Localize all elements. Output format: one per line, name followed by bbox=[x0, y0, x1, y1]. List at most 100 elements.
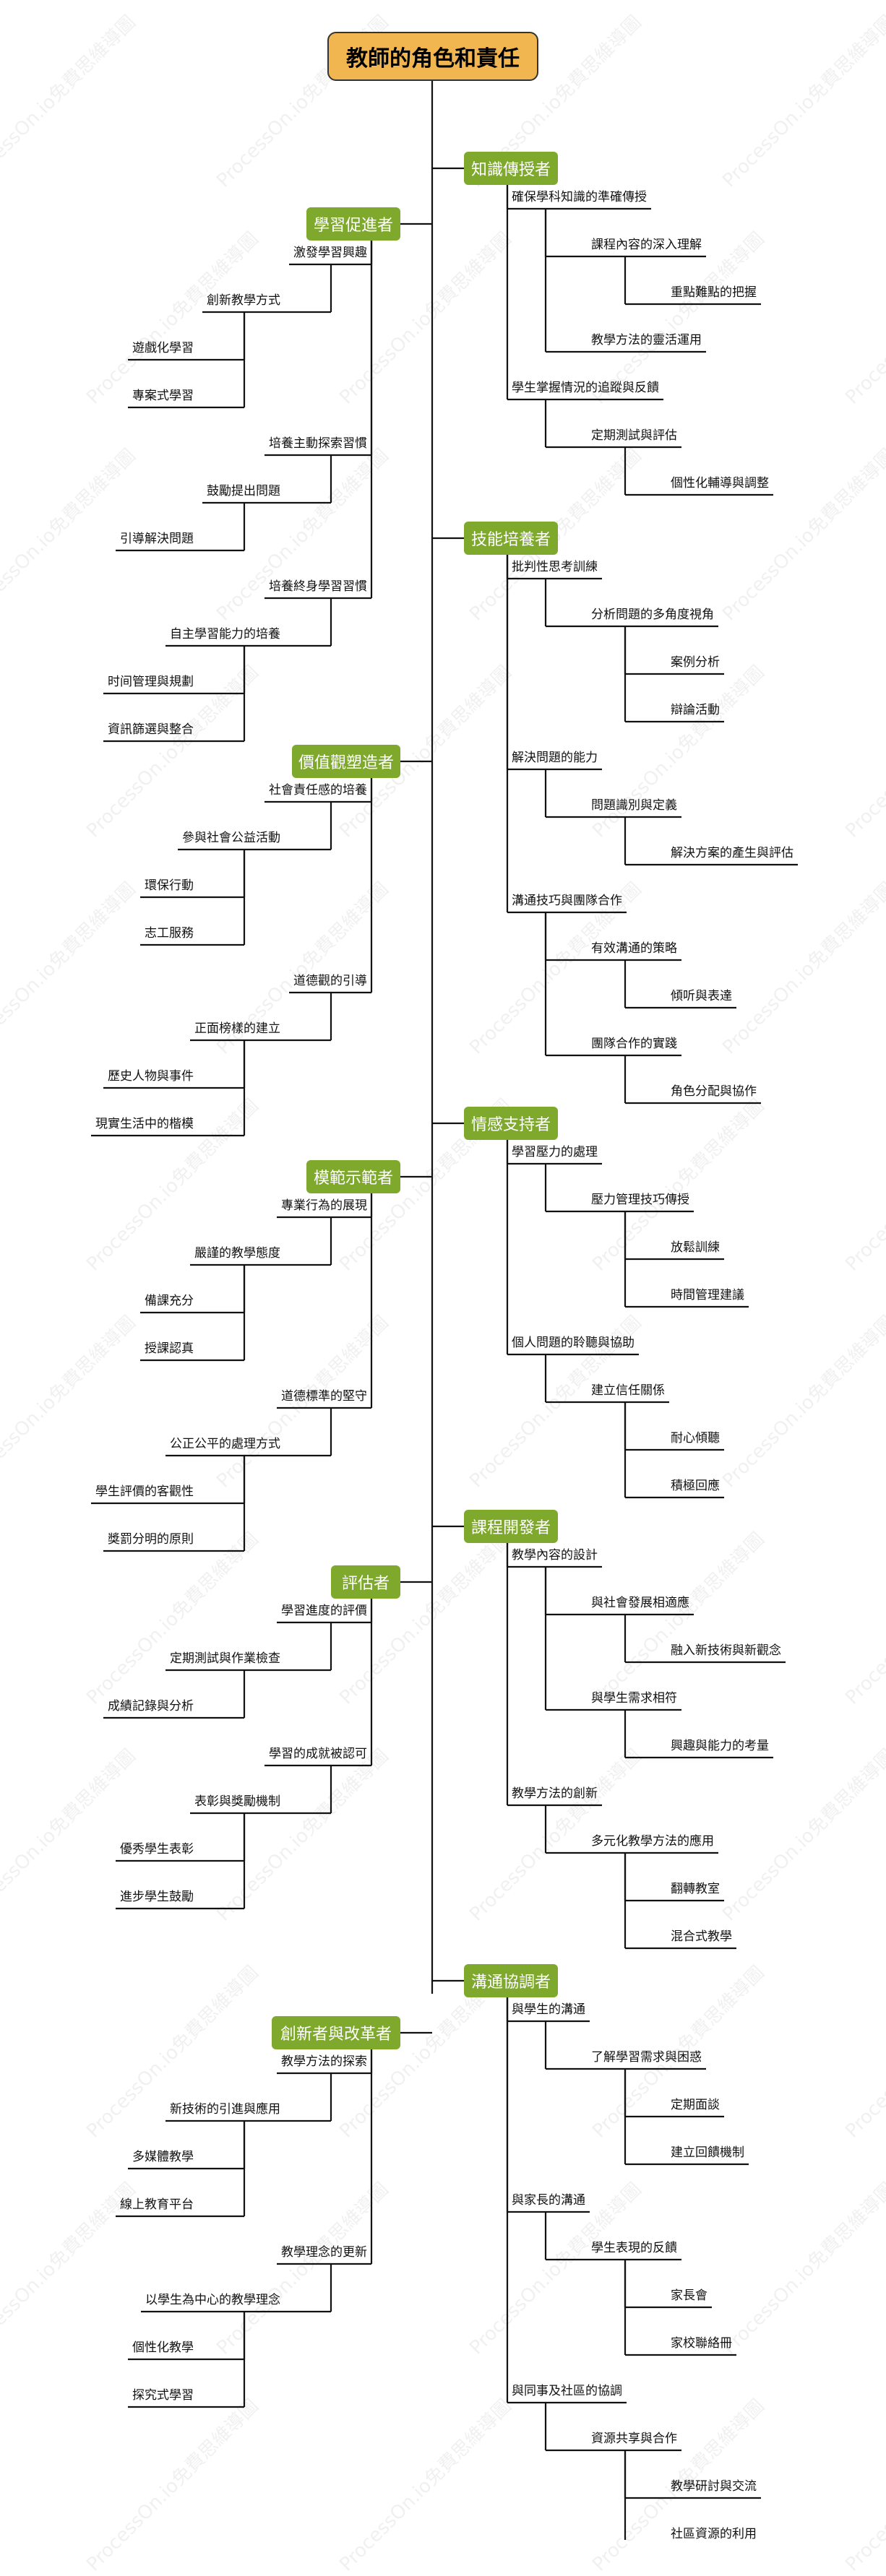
topic-node[interactable]: 角色分配與協作 bbox=[671, 1084, 757, 1099]
topic-node[interactable]: 環保行動 bbox=[145, 878, 194, 893]
topic-node[interactable]: 建立信任關係 bbox=[591, 1383, 665, 1398]
topic-node[interactable]: 與社會發展相適應 bbox=[591, 1596, 689, 1610]
topic-node[interactable]: 以學生為中心的教學理念 bbox=[145, 2293, 280, 2307]
topic-node[interactable]: 建立回饋機制 bbox=[671, 2145, 744, 2160]
branch-topic[interactable]: 情感支持者 bbox=[464, 1107, 558, 1140]
topic-node[interactable]: 正面榜樣的建立 bbox=[194, 1021, 280, 1036]
topic-node[interactable]: 教學方法的探索 bbox=[281, 2054, 367, 2069]
topic-node[interactable]: 多元化教學方法的應用 bbox=[591, 1834, 714, 1849]
root-topic[interactable]: 教師的角色和責任 bbox=[327, 32, 538, 81]
topic-node[interactable]: 家校聯絡冊 bbox=[671, 2336, 732, 2351]
topic-node[interactable]: 社會責任感的培養 bbox=[269, 783, 367, 798]
topic-node[interactable]: 混合式教學 bbox=[671, 1929, 732, 1944]
topic-node[interactable]: 时间管理與規劃 bbox=[108, 675, 194, 689]
topic-node[interactable]: 課程內容的深入理解 bbox=[591, 238, 702, 252]
topic-node[interactable]: 個性化輔導與調整 bbox=[671, 476, 769, 490]
topic-node[interactable]: 興趣與能力的考量 bbox=[671, 1739, 769, 1753]
topic-node[interactable]: 與學生需求相符 bbox=[591, 1691, 677, 1706]
topic-node[interactable]: 定期面談 bbox=[671, 2098, 720, 2112]
topic-node[interactable]: 問題識別與定義 bbox=[591, 798, 677, 813]
topic-node[interactable]: 解決方案的產生與評估 bbox=[671, 846, 793, 860]
topic-node[interactable]: 道德標準的堅守 bbox=[281, 1389, 367, 1404]
topic-node[interactable]: 翻轉教室 bbox=[671, 1882, 720, 1896]
topic-node[interactable]: 學習的成就被認可 bbox=[269, 1747, 367, 1761]
topic-node[interactable]: 辯論活動 bbox=[671, 703, 720, 717]
topic-node[interactable]: 與同事及社區的協調 bbox=[512, 2384, 622, 2398]
topic-node[interactable]: 自主學習能力的培養 bbox=[170, 627, 280, 641]
topic-node[interactable]: 專案式學習 bbox=[132, 389, 194, 403]
topic-node[interactable]: 案例分析 bbox=[671, 655, 720, 670]
topic-node[interactable]: 壓力管理技巧傳授 bbox=[591, 1193, 689, 1207]
branch-topic[interactable]: 溝通協調者 bbox=[464, 1964, 558, 1997]
topic-node[interactable]: 鼓勵提出問題 bbox=[207, 484, 280, 498]
topic-node[interactable]: 教學方法的靈活運用 bbox=[591, 333, 702, 347]
branch-topic[interactable]: 價值觀塑造者 bbox=[292, 745, 400, 778]
topic-node[interactable]: 放鬆訓練 bbox=[671, 1240, 720, 1255]
branch-topic[interactable]: 創新者與改革者 bbox=[272, 2016, 400, 2049]
branch-topic[interactable]: 知識傳授者 bbox=[464, 152, 558, 185]
branch-topic[interactable]: 技能培養者 bbox=[464, 522, 558, 555]
topic-node[interactable]: 了解學習需求與困惑 bbox=[591, 2050, 702, 2065]
topic-node[interactable]: 重點難點的把握 bbox=[671, 285, 757, 300]
topic-node[interactable]: 學生掌握情況的追蹤與反饋 bbox=[512, 381, 659, 395]
branch-topic[interactable]: 模範示範者 bbox=[306, 1160, 400, 1193]
topic-node[interactable]: 家長會 bbox=[671, 2288, 707, 2303]
topic-node[interactable]: 志工服務 bbox=[145, 926, 194, 941]
topic-node[interactable]: 融入新技術與新觀念 bbox=[671, 1643, 781, 1658]
topic-node[interactable]: 個性化教學 bbox=[132, 2341, 194, 2355]
topic-node[interactable]: 教學研討與交流 bbox=[671, 2479, 757, 2494]
topic-node[interactable]: 獎罰分明的原則 bbox=[108, 1532, 194, 1547]
topic-node[interactable]: 解決問題的能力 bbox=[512, 751, 598, 765]
topic-node[interactable]: 教學方法的創新 bbox=[512, 1786, 598, 1801]
topic-node[interactable]: 引導解決問題 bbox=[120, 532, 194, 546]
topic-node[interactable]: 成績記錄與分析 bbox=[108, 1699, 194, 1713]
topic-node[interactable]: 現實生活中的楷模 bbox=[95, 1117, 194, 1131]
topic-node[interactable]: 批判性思考訓練 bbox=[512, 560, 598, 574]
topic-node[interactable]: 積極回應 bbox=[671, 1479, 720, 1493]
topic-node[interactable]: 分析問題的多角度視角 bbox=[591, 608, 714, 622]
topic-node[interactable]: 備課充分 bbox=[145, 1294, 194, 1308]
topic-node[interactable]: 確保學科知識的準確傳授 bbox=[512, 190, 647, 204]
topic-node[interactable]: 定期測試與評估 bbox=[591, 428, 677, 443]
topic-node[interactable]: 表彰與獎勵機制 bbox=[194, 1794, 280, 1809]
topic-node[interactable]: 新技術的引進與應用 bbox=[170, 2102, 280, 2117]
topic-node[interactable]: 傾听與表達 bbox=[671, 989, 732, 1003]
topic-node[interactable]: 多媒體教學 bbox=[132, 2150, 194, 2164]
topic-node[interactable]: 社區資源的利用 bbox=[671, 2527, 757, 2541]
topic-node[interactable]: 培養主動探索習慣 bbox=[269, 436, 367, 451]
topic-node[interactable]: 學習進度的評價 bbox=[281, 1604, 367, 1618]
topic-node[interactable]: 專業行為的展現 bbox=[281, 1198, 367, 1213]
topic-node[interactable]: 定期測試與作業檢查 bbox=[170, 1651, 280, 1666]
topic-node[interactable]: 公正公平的處理方式 bbox=[170, 1437, 280, 1451]
topic-node[interactable]: 嚴謹的教學態度 bbox=[194, 1246, 280, 1261]
topic-node[interactable]: 與家長的溝通 bbox=[512, 2193, 585, 2208]
topic-node[interactable]: 參與社會公益活動 bbox=[182, 831, 280, 845]
topic-node[interactable]: 與學生的溝通 bbox=[512, 2002, 585, 2017]
branch-topic[interactable]: 評估者 bbox=[331, 1565, 400, 1599]
topic-node[interactable]: 授課認真 bbox=[145, 1341, 194, 1356]
topic-node[interactable]: 資訊篩選與整合 bbox=[108, 722, 194, 737]
topic-node[interactable]: 學習壓力的處理 bbox=[512, 1145, 598, 1159]
topic-node[interactable]: 耐心傾聽 bbox=[671, 1431, 720, 1445]
topic-node[interactable]: 歷史人物與事件 bbox=[108, 1069, 194, 1084]
topic-node[interactable]: 教學內容的設計 bbox=[512, 1548, 598, 1563]
topic-node[interactable]: 教學理念的更新 bbox=[281, 2245, 367, 2260]
topic-node[interactable]: 資源共享與合作 bbox=[591, 2432, 677, 2446]
topic-node[interactable]: 創新教學方式 bbox=[207, 293, 280, 308]
topic-node[interactable]: 探究式學習 bbox=[132, 2388, 194, 2403]
branch-topic[interactable]: 學習促進者 bbox=[306, 207, 400, 241]
topic-node[interactable]: 時間管理建議 bbox=[671, 1288, 744, 1302]
topic-node[interactable]: 學生評價的客觀性 bbox=[95, 1484, 194, 1499]
topic-node[interactable]: 學生表現的反饋 bbox=[591, 2241, 677, 2255]
topic-node[interactable]: 道德觀的引導 bbox=[293, 974, 367, 988]
topic-node[interactable]: 有效溝通的策略 bbox=[591, 941, 677, 956]
topic-node[interactable]: 個人問題的聆聽與協助 bbox=[512, 1336, 635, 1350]
topic-node[interactable]: 培養終身學習習慣 bbox=[269, 579, 367, 594]
topic-node[interactable]: 線上教育平台 bbox=[120, 2197, 194, 2212]
topic-node[interactable]: 團隊合作的實踐 bbox=[591, 1037, 677, 1051]
topic-node[interactable]: 溝通技巧與團隊合作 bbox=[512, 894, 622, 908]
topic-node[interactable]: 優秀學生表彰 bbox=[120, 1842, 194, 1857]
topic-node[interactable]: 激發學習興趣 bbox=[293, 246, 367, 260]
branch-topic[interactable]: 課程開發者 bbox=[464, 1510, 558, 1543]
topic-node[interactable]: 進步學生鼓勵 bbox=[120, 1890, 194, 1904]
